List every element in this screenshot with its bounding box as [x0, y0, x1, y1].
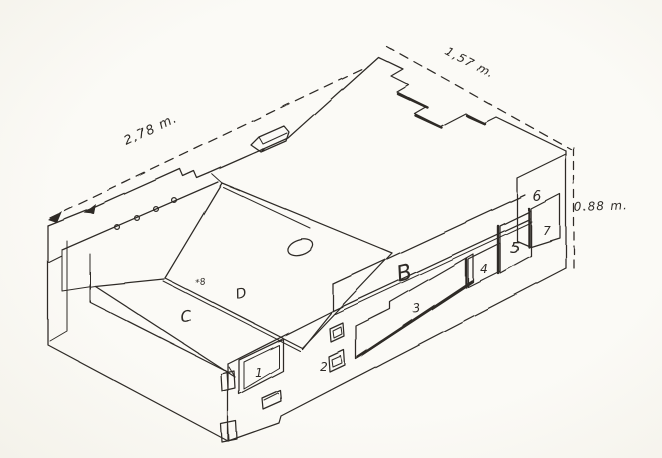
latch-pin-dot: [261, 148, 265, 152]
sketch-linework: 2,78 m. 1,57 m. 0.88 m. B C D *8 1 2 3 4…: [47, 44, 628, 443]
label-part-d: D: [234, 285, 248, 303]
b-band-bottom-double: [334, 221, 533, 315]
square-opening-a: [329, 322, 345, 343]
label-part-3: 3: [412, 301, 422, 316]
square-opening-b: [328, 349, 346, 373]
flange-hole-1: [113, 223, 121, 231]
tray-wall-left-edge: [164, 182, 223, 279]
flange-hole-3: [152, 205, 160, 213]
tray-floor-front-edge: [94, 285, 236, 378]
notched-back-right-rim: [377, 56, 567, 152]
lid-details: [286, 238, 314, 256]
dimension-line-width: [385, 45, 573, 151]
lid-front-left-edge-double: [222, 186, 311, 229]
label-mark-8: *8: [195, 277, 207, 289]
slot-1-inner: [243, 344, 280, 390]
front-face-top-edge: [227, 310, 334, 365]
flange-end-steps: [47, 250, 96, 292]
panel-3-outline: [355, 253, 474, 360]
left-flange: [47, 181, 219, 292]
front-faces: [220, 153, 567, 443]
outer-silhouette: [47, 56, 567, 442]
edge-clip-lower: [220, 420, 238, 443]
left-step-column-lines: [49, 240, 91, 342]
apron-step-edge: [301, 312, 332, 350]
label-part-7: 7: [543, 224, 551, 238]
edge-clip-upper: [220, 370, 236, 392]
label-part-5: 5: [510, 238, 520, 257]
label-part-c: C: [179, 306, 194, 327]
latch-outline: [250, 125, 290, 153]
tray-floor-back-edge: [94, 278, 165, 287]
square-opening-b-inner: [331, 355, 343, 368]
label-part-6: 6: [533, 189, 542, 205]
rim-step-cut: [179, 168, 210, 179]
label-part-4: 4: [480, 262, 488, 276]
bottom-left-edges: [47, 225, 229, 442]
square-opening-a-inner: [332, 326, 343, 339]
bottom-front-edge: [227, 267, 567, 442]
flange-front-edge: [61, 181, 219, 251]
slot-1-outer: [238, 338, 284, 395]
panel-3-shadow: [356, 279, 474, 359]
dimension-label-width: 1,57 m.: [443, 44, 497, 81]
tray-recess: [49, 173, 393, 378]
lid-oval-hole: [286, 238, 314, 256]
tray-wall-right-edge: [301, 252, 393, 349]
lid-front-left-edge: [221, 182, 393, 254]
notch-shadow-lines: [396, 92, 487, 130]
dimension-lines: [48, 45, 575, 273]
left-block-top-edge: [89, 301, 229, 373]
dimension-label-height: 0.88 m.: [574, 198, 628, 215]
small-plate: [261, 389, 282, 410]
flange-hole-2: [133, 214, 141, 222]
label-part-2: 2: [320, 360, 328, 374]
dimension-label-length: 2,78 m.: [122, 111, 180, 149]
b-band-top-edge: [332, 194, 532, 285]
back-left-rim: [47, 168, 181, 227]
panel-7-outline: [530, 193, 561, 248]
dimension-line-length: [49, 65, 369, 219]
label-part-b: B: [394, 260, 415, 288]
tray-rail-line-a: [164, 277, 303, 349]
latch-tab: [250, 125, 290, 153]
flange-hole-4: [170, 196, 178, 204]
dimension-arrow-length: [48, 211, 62, 223]
small-plate-line: [263, 392, 279, 401]
rim-to-apex: [208, 56, 379, 174]
edge-clip-upper-line: [226, 372, 229, 391]
annotations: 2,78 m. 1,57 m. 0.88 m. B C D *8 1 2 3 4…: [122, 44, 628, 380]
edge-clip-lower-line: [227, 422, 230, 441]
lid-front-right-band: [516, 153, 567, 200]
latch-fold-line: [258, 132, 288, 145]
tray-corner-connector: [211, 173, 223, 184]
label-part-1: 1: [255, 366, 263, 380]
